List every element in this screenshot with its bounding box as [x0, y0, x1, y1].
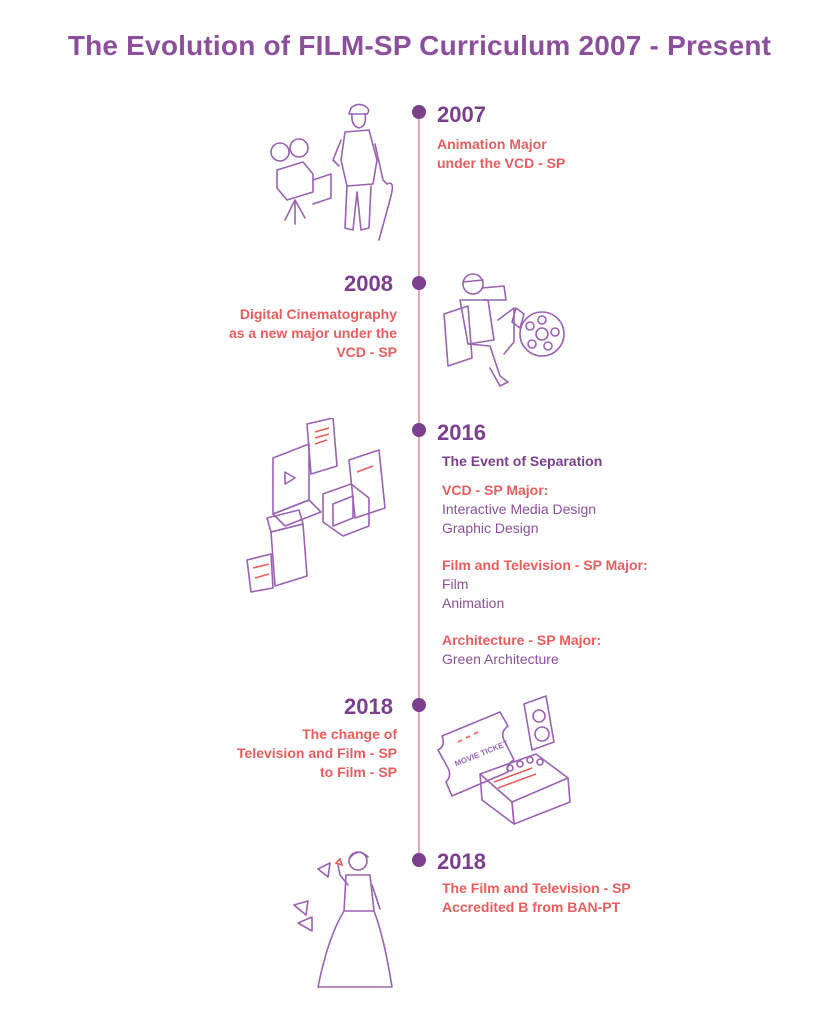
event-line: The change of	[302, 726, 397, 742]
film-director-with-camera-icon	[270, 103, 394, 241]
cinema-ticket-and-mixer-icon: MOVIE TICKET	[437, 695, 571, 825]
event-line: Television and Film - SP	[237, 745, 397, 761]
event-year: 2008	[344, 271, 393, 296]
event-year: 2018	[437, 849, 486, 874]
event-line: as a new major under the	[228, 325, 397, 341]
event-line: Digital Cinematography	[239, 306, 397, 322]
event-year: 2018	[344, 694, 393, 719]
event-line: under the VCD - SP	[437, 155, 566, 171]
major-item: Animation	[442, 595, 505, 611]
event-year: 2016	[437, 420, 486, 445]
event-line: The Film and Television - SP	[442, 880, 631, 896]
timeline-dot-2008	[412, 276, 426, 290]
separation-heading: The Event of Separation	[442, 453, 603, 469]
separation-details: The Event of Separation VCD - SP Major: …	[442, 452, 648, 669]
ticket-label: MOVIE TICKET	[453, 739, 509, 769]
award-winner-icon	[293, 851, 393, 988]
event-line: VCD - SP	[336, 344, 397, 360]
timeline-line	[418, 112, 420, 862]
event-line: to Film - SP	[320, 764, 397, 780]
major-group-label: VCD - SP Major:	[442, 482, 549, 498]
event-line: Accredited B from BAN-PT	[442, 899, 621, 915]
event-description: Digital Cinematography as a new major un…	[229, 305, 397, 362]
event-year: 2007	[437, 102, 486, 127]
timeline-dot-2016	[412, 423, 426, 437]
event-description: The Film and Television - SP Accredited …	[442, 879, 631, 917]
major-group-label: Architecture - SP Major:	[442, 632, 602, 648]
major-item: Film	[442, 576, 469, 592]
event-line: Animation Major	[437, 136, 547, 152]
event-description: The change of Television and Film - SP t…	[237, 725, 397, 782]
major-item: Interactive Media Design	[442, 501, 597, 517]
event-description: Animation Major under the VCD - SP	[437, 135, 565, 173]
major-item: Green Architecture	[442, 651, 559, 667]
timeline-dot-2018-change	[412, 698, 426, 712]
page-title: The Evolution of FILM-SP Curriculum 2007…	[67, 30, 772, 61]
media-devices-icon	[246, 418, 386, 593]
timeline-dot-2018-accredited	[412, 853, 426, 867]
major-item: Graphic Design	[442, 520, 539, 536]
director-with-megaphone-icon	[443, 273, 565, 387]
timeline-dot-2007	[412, 105, 426, 119]
major-group-label: Film and Television - SP Major:	[442, 557, 648, 573]
